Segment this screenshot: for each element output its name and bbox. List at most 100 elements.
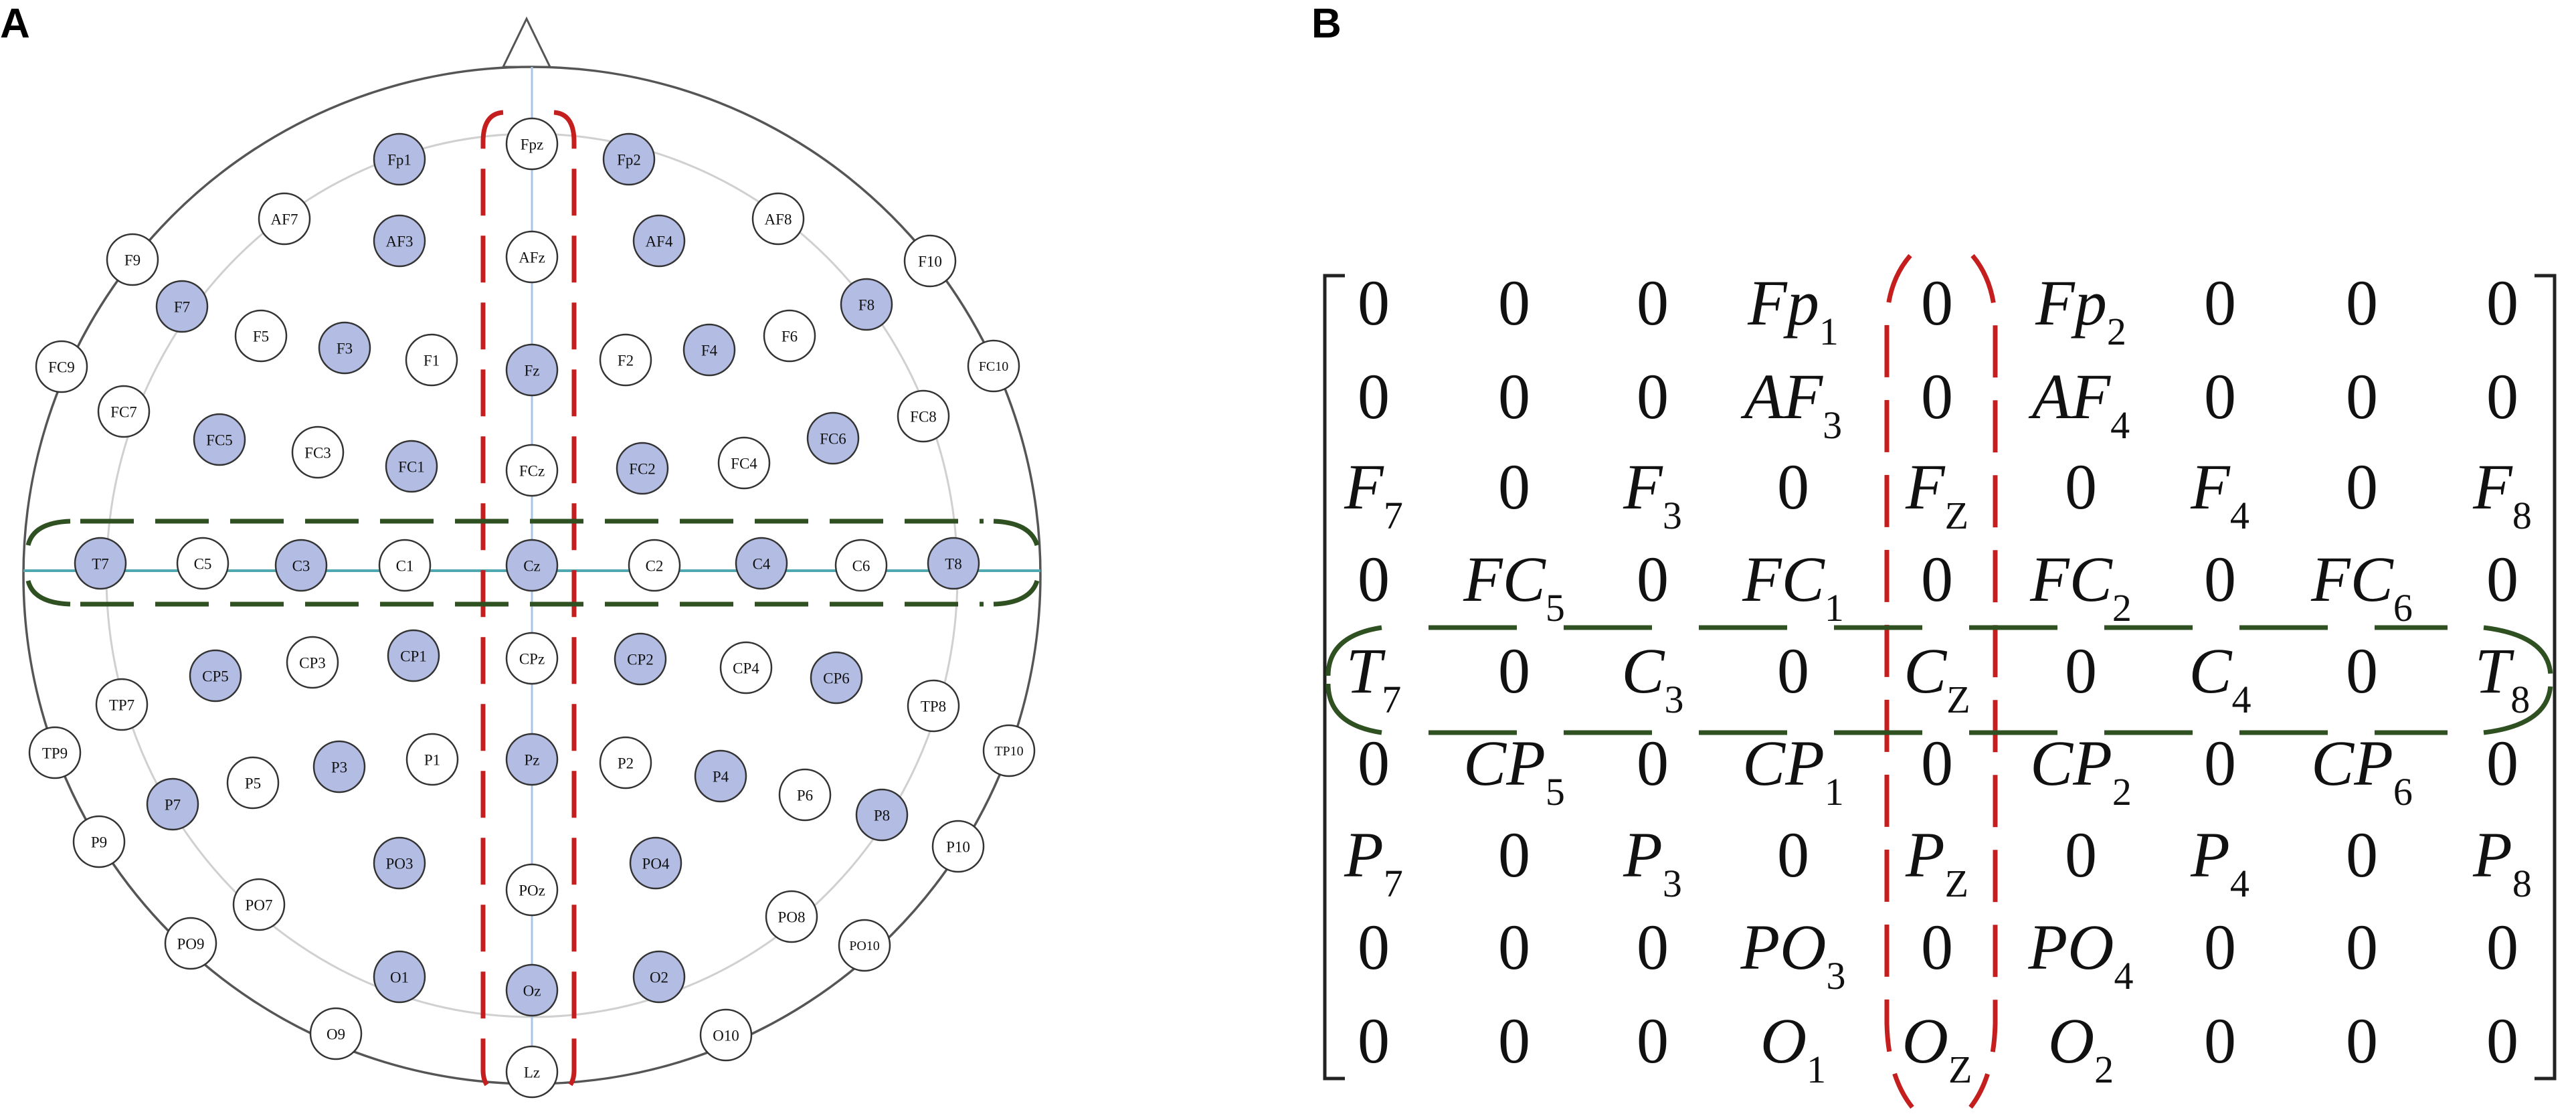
- matrix-cell: 0: [2346, 361, 2378, 432]
- matrix-cell-main: FC: [1463, 543, 1546, 615]
- electrode-c3: C3: [274, 539, 328, 592]
- matrix-cell-subscript: 3: [1826, 954, 1845, 998]
- electrode-marker: [907, 679, 960, 733]
- matrix-cell: 0: [2346, 451, 2378, 523]
- electrode-label: Cz: [523, 558, 541, 575]
- matrix-cell-main: 0: [1358, 361, 1390, 432]
- electrode-label: TP7: [109, 697, 134, 714]
- electrode-label: P7: [165, 797, 181, 814]
- matrix-cell: 0: [2204, 361, 2236, 432]
- electrode-marker: [232, 878, 286, 931]
- electrode-c1: C1: [378, 539, 432, 592]
- matrix-cell-main: PO: [1740, 911, 1827, 983]
- electrode-label: CP2: [627, 652, 654, 668]
- electrode-po7: PO7: [232, 878, 286, 931]
- electrode-marker: [312, 740, 366, 794]
- electrode-label: PO8: [778, 909, 806, 926]
- matrix-cell: CP6: [2311, 727, 2413, 814]
- electrode-c2: C2: [628, 539, 681, 592]
- matrix-cell: 0: [1637, 727, 1669, 799]
- electrode-cp2: CP2: [614, 632, 667, 686]
- matrix-cell-subscript: Z: [1948, 1048, 1972, 1091]
- electrode-marker: [505, 539, 559, 592]
- matrix-cell-main: P: [1344, 819, 1384, 891]
- electrode-afz: AFz: [505, 230, 559, 284]
- matrix-cell-main: 0: [1498, 1005, 1530, 1077]
- electrode-fp1: Fp1: [373, 132, 426, 186]
- electrode-label: F2: [618, 353, 634, 369]
- matrix-cell-main: 0: [2486, 361, 2518, 432]
- electrode-label: PO3: [386, 856, 413, 872]
- electrode-marker: [106, 233, 159, 286]
- electrode-label: P2: [618, 755, 634, 772]
- matrix-cell: PZ: [1905, 819, 1968, 905]
- matrix-cell-main: CP: [1463, 727, 1546, 799]
- matrix-cell-main: 0: [1921, 727, 1953, 799]
- matrix-cell: 0: [1358, 361, 1390, 432]
- matrix-cell-subscript: Z: [1945, 494, 1968, 537]
- matrix-cell-main: CP: [2311, 727, 2393, 799]
- electrode-marker: [35, 340, 88, 393]
- electrode-fc8: FC8: [897, 389, 950, 443]
- electrode-fc7: FC7: [97, 385, 151, 438]
- matrix-cell: F7: [1344, 451, 1403, 537]
- electrode-marker: [982, 724, 1036, 777]
- electrode-label: FC1: [398, 459, 425, 476]
- electrode-marker: [778, 768, 832, 822]
- midline-highlight-left: [480, 110, 504, 1097]
- electrode-pz: Pz: [505, 733, 559, 786]
- electrode-f1: F1: [405, 333, 458, 387]
- temporal-highlight-top: [25, 519, 1040, 547]
- electrode-p8: P8: [855, 788, 909, 842]
- electrode-p5: P5: [226, 756, 280, 810]
- electrode-marker: [378, 539, 432, 592]
- electrode-fpz: Fpz: [505, 117, 559, 171]
- matrix-cell-main: 0: [1637, 1005, 1669, 1077]
- electrode-label: F1: [424, 353, 440, 369]
- matrix-cell-subscript: 1: [1819, 310, 1839, 353]
- matrix-cell: T7: [1346, 635, 1401, 721]
- matrix-cell-subscript: 2: [2112, 770, 2132, 814]
- matrix-cell: C3: [1621, 635, 1683, 721]
- matrix-cell-main: 0: [2204, 1005, 2236, 1077]
- electrode-label: P10: [946, 839, 970, 856]
- electrode-p6: P6: [778, 768, 832, 822]
- electrode-label: AF7: [271, 211, 298, 228]
- electrode-label: TP10: [994, 744, 1023, 759]
- electrode-label: C5: [194, 556, 212, 573]
- matrix-cell-main: F: [2472, 451, 2513, 523]
- matrix-cell: FZ: [1905, 451, 1968, 537]
- electrode-label: Pz: [525, 752, 540, 769]
- matrix-cell-main: 0: [1358, 267, 1390, 339]
- electrode-p1: P1: [405, 733, 459, 786]
- matrix-cell-main: 0: [2204, 361, 2236, 432]
- electrode-po9: PO9: [164, 917, 217, 970]
- electrode-label: F3: [337, 341, 353, 357]
- matrix-cell: Fp2: [2035, 267, 2126, 353]
- electrode-c6: C6: [834, 539, 888, 592]
- matrix-cell-main: Fp: [1747, 267, 1819, 339]
- matrix-cell-main: O: [1760, 1005, 1807, 1077]
- matrix-cell-subscript: 3: [1663, 494, 1682, 537]
- matrix-cell: 0: [1637, 1005, 1669, 1077]
- electrode-marker: [751, 192, 805, 246]
- matrix-cell-main: 0: [1921, 361, 1953, 432]
- matrix-cell-main: 0: [2346, 635, 2378, 707]
- matrix-cell-main: 0: [1498, 361, 1530, 432]
- electrode-label: C6: [852, 558, 870, 575]
- electrode-label: Oz: [523, 983, 541, 1000]
- electrode-f2: F2: [599, 333, 652, 387]
- matrix-cell: PO4: [2028, 911, 2134, 998]
- matrix-cell-subscript: 8: [2512, 862, 2532, 905]
- matrix-cell-subscript: 7: [1382, 678, 1401, 721]
- electrode-marker: [694, 749, 747, 803]
- matrix-cell-main: 0: [1498, 819, 1530, 891]
- electrode-label: CP4: [733, 660, 759, 677]
- matrix-cell-main: 0: [1637, 727, 1669, 799]
- matrix-cell: 0: [2065, 819, 2097, 891]
- electrode-marker: [505, 733, 559, 786]
- electrode-marker: [838, 919, 891, 972]
- electrode-marker: [189, 649, 242, 703]
- matrix-cell-main: C: [1904, 635, 1947, 707]
- matrix-cell: 0: [2204, 727, 2236, 799]
